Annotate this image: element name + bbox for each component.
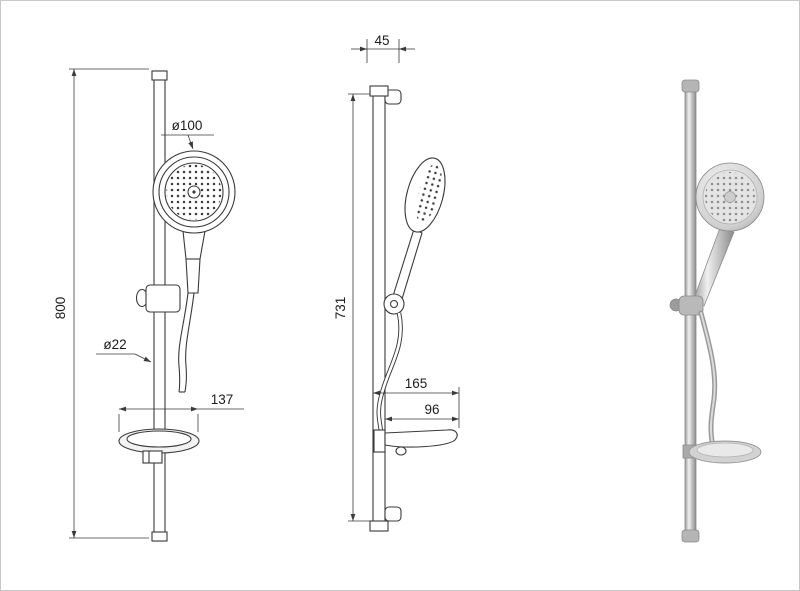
front-dish-width-dimension: 137 xyxy=(118,392,244,432)
side-dish-total-reach-dim-label: 165 xyxy=(405,376,428,391)
persp-soap-dish xyxy=(682,440,762,464)
side-bar-length-dim-label: 731 xyxy=(333,297,348,320)
side-handle xyxy=(392,228,423,300)
perspective-view xyxy=(669,79,765,543)
persp-bottom-bracket xyxy=(681,529,700,543)
front-slider-holder xyxy=(135,284,181,313)
side-soap-dish xyxy=(373,429,458,456)
persp-top-bracket xyxy=(681,79,700,93)
side-dish-total-reach-dimension: 165 xyxy=(373,376,460,428)
side-slider-holder xyxy=(383,293,405,315)
persp-slider-holder xyxy=(669,295,704,316)
front-height-dimension: 800 xyxy=(53,68,149,539)
front-head-diameter-dimension: ø100 xyxy=(161,118,214,150)
front-handle xyxy=(182,230,206,294)
front-hose xyxy=(178,292,195,393)
side-dish-reach-dimension: 96 xyxy=(385,402,459,422)
front-head-diameter-dim-label: ø100 xyxy=(172,118,203,133)
front-rail-diameter-dimension: ø22 xyxy=(96,337,152,363)
front-rail-diameter-dim-label: ø22 xyxy=(103,337,126,352)
front-view: 800 ø100 ø22 137 xyxy=(53,68,244,542)
persp-handle xyxy=(692,227,735,307)
persp-hose xyxy=(698,310,718,444)
side-bracket-depth-dimension: 45 xyxy=(351,33,415,63)
front-height-dim-label: 800 xyxy=(53,297,68,320)
side-bar-length-dimension: 731 xyxy=(333,93,370,522)
persp-shower-head xyxy=(695,162,765,232)
front-dish-width-dim-label: 137 xyxy=(211,392,234,407)
front-shower-head xyxy=(152,150,236,234)
front-soap-dish xyxy=(118,428,200,464)
side-view: 45 731 165 96 xyxy=(333,33,460,532)
side-shower-head xyxy=(404,157,446,233)
side-bracket-depth-dim-label: 45 xyxy=(374,33,389,48)
side-dish-reach-dim-label: 96 xyxy=(424,402,439,417)
